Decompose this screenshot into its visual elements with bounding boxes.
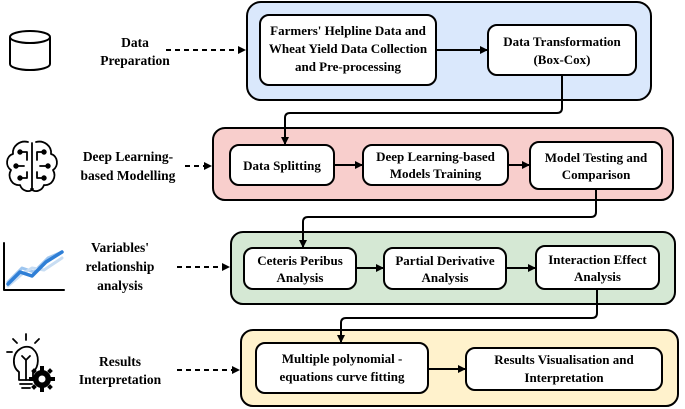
svg-text:Wheat Yield Data Collection: Wheat Yield Data Collection — [269, 41, 428, 56]
step-label-line: Data Splitting — [243, 158, 321, 173]
svg-text:Preparation: Preparation — [100, 53, 170, 68]
stage-label-line: Interpretation — [79, 372, 162, 387]
step-label-line: Interaction Effect — [548, 252, 647, 267]
step-label-line: Analysis — [422, 270, 469, 285]
step-box-data-collection: Farmers' Helpline Data and Wheat Yield D… — [259, 14, 437, 86]
step-box-ceteris-peribus: Ceteris Peribus Analysis — [243, 247, 357, 290]
step-box-model-training: Deep Learning-based Models Training — [362, 144, 509, 186]
step-label-line: equations curve fitting — [280, 369, 405, 384]
svg-text:Data Transformation: Data Transformation — [503, 34, 621, 49]
svg-text:Models Training: Models Training — [390, 166, 482, 181]
step-label-line: Models Training — [390, 166, 482, 181]
step-box-polynomial-fitting: Multiple polynomial - equations curve fi… — [255, 342, 429, 394]
stage-label-data-preparation: Data Preparation — [100, 35, 170, 68]
step-label-line: Data Transformation — [503, 34, 621, 49]
svg-text:Partial Derivative: Partial Derivative — [395, 253, 494, 268]
svg-text:Analysis: Analysis — [277, 270, 324, 285]
svg-text:Results: Results — [99, 354, 141, 369]
ai-brain-icon — [6, 140, 58, 192]
step-label-line: Partial Derivative — [395, 253, 494, 268]
svg-text:relationship: relationship — [86, 259, 155, 274]
step-box-model-testing: Model Testing and Comparison — [529, 141, 663, 190]
stage-connector-arrow — [281, 75, 563, 145]
svg-text:and Pre-processing: and Pre-processing — [295, 59, 402, 74]
step-label-line: Analysis — [574, 269, 621, 284]
stage-connector-arrow — [337, 289, 598, 343]
svg-text:Deep Learning-: Deep Learning- — [83, 149, 173, 164]
svg-text:Comparison: Comparison — [562, 167, 631, 182]
svg-text:Farmers' Helpline Data and: Farmers' Helpline Data and — [270, 23, 426, 38]
svg-text:analysis: analysis — [97, 278, 143, 293]
svg-text:Deep Learning-based: Deep Learning-based — [376, 149, 496, 164]
svg-text:Interaction Effect: Interaction Effect — [548, 252, 647, 267]
stage-connector-arrow — [299, 189, 597, 248]
step-box-data-transformation: Data Transformation (Box-Cox) — [487, 24, 637, 76]
step-label-line: Multiple polynomial - — [282, 351, 403, 366]
svg-text:Data: Data — [121, 35, 149, 50]
step-label-line: Deep Learning-based — [376, 149, 496, 164]
line-chart-icon — [3, 242, 65, 291]
step-label-line: Results Visualisation and — [494, 352, 634, 367]
stage-label-line: Results — [99, 354, 141, 369]
step-label-line: Ceteris Peribus — [257, 253, 343, 268]
svg-text:based Modelling: based Modelling — [81, 168, 176, 183]
step-label-line: Analysis — [277, 270, 324, 285]
stage-label-line: based Modelling — [81, 168, 176, 183]
svg-text:Results Visualisation and: Results Visualisation and — [494, 352, 634, 367]
stage-label-line: Deep Learning- — [83, 149, 173, 164]
step-label-line: Farmers' Helpline Data and — [270, 23, 426, 38]
step-box-data-splitting: Data Splitting — [229, 144, 335, 186]
database-icon — [9, 30, 51, 71]
step-box-partial-derivative: Partial Derivative Analysis — [383, 247, 507, 290]
svg-text:Ceteris Peribus: Ceteris Peribus — [257, 253, 343, 268]
svg-text:Model Testing and: Model Testing and — [545, 150, 648, 165]
stage-label-line: analysis — [97, 278, 143, 293]
stage-label-deep-learning-modelling: Deep Learning- based Modelling — [81, 149, 176, 183]
step-label-line: Model Testing and — [545, 150, 648, 165]
stage-label-line: Variables' — [91, 240, 149, 255]
lightbulb-gear-icon — [6, 333, 55, 392]
svg-text:Data Splitting: Data Splitting — [243, 158, 321, 173]
step-box-interaction-effect: Interaction Effect Analysis — [535, 245, 660, 290]
step-label-line: Wheat Yield Data Collection — [269, 41, 428, 56]
stage-label-line: Data — [121, 35, 149, 50]
svg-text:Interpretation: Interpretation — [524, 370, 604, 385]
svg-text:Analysis: Analysis — [422, 270, 469, 285]
step-box-results-visualisation: Results Visualisation and Interpretation — [465, 347, 663, 391]
svg-text:Variables': Variables' — [91, 240, 149, 255]
stage-label-line: relationship — [86, 259, 155, 274]
svg-text:equations curve fitting: equations curve fitting — [280, 369, 405, 384]
step-label-line: Interpretation — [524, 370, 604, 385]
stage-label-variables-relationship: Variables' relationship analysis — [86, 240, 155, 293]
stage-label-results-interpretation: Results Interpretation — [79, 354, 162, 387]
svg-text:Multiple polynomial -: Multiple polynomial - — [282, 351, 403, 366]
stage-label-line: Preparation — [100, 53, 170, 68]
step-label-line: Comparison — [562, 167, 631, 182]
svg-text:(Box-Cox): (Box-Cox) — [533, 52, 590, 67]
step-label-line: (Box-Cox) — [533, 52, 590, 67]
svg-text:Interpretation: Interpretation — [79, 372, 162, 387]
step-label-line: and Pre-processing — [295, 59, 402, 74]
svg-text:Analysis: Analysis — [574, 269, 621, 284]
